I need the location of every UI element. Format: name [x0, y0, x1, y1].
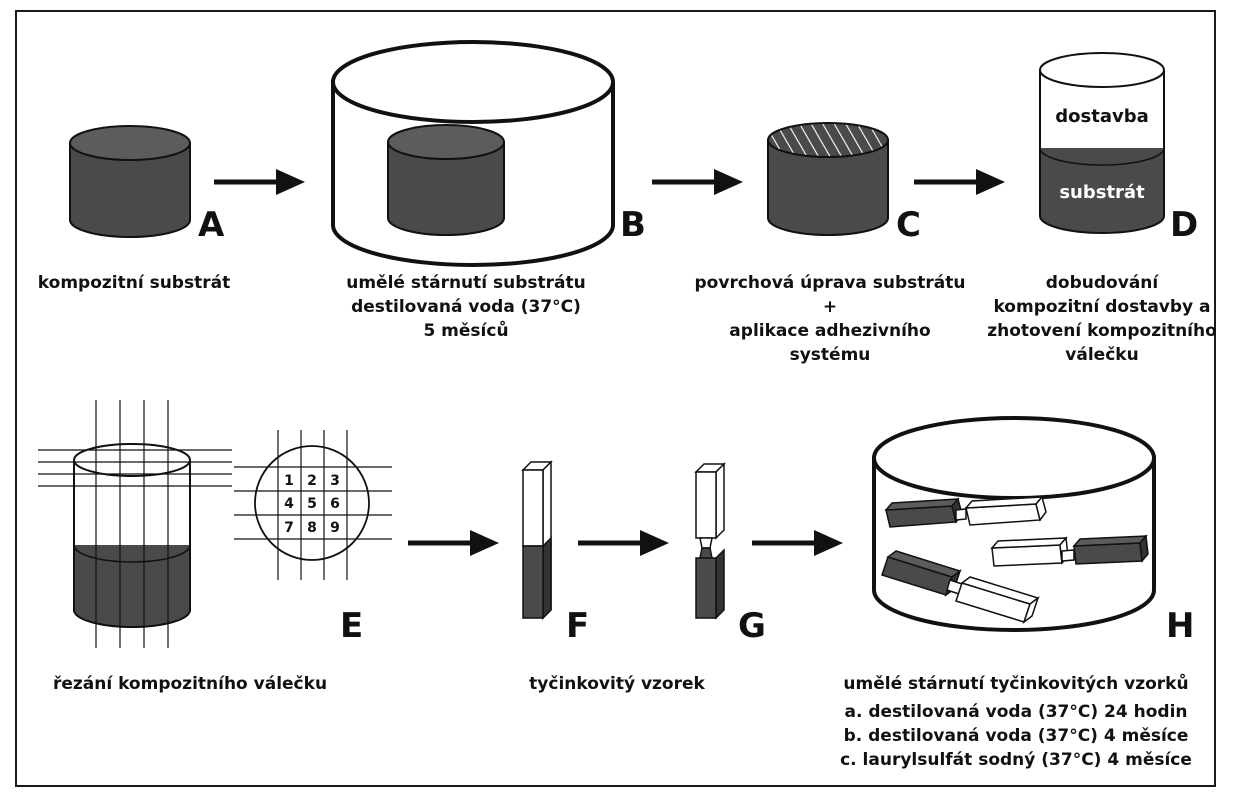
- step-h: H umělé stárnutí tyčinkovitých vzorků a.…: [840, 416, 1194, 770]
- step-letter-f: F: [566, 606, 589, 646]
- caption-d-line-3: zhotovení kompozitního: [987, 321, 1217, 341]
- step-letter-b: B: [620, 205, 646, 245]
- caption-c-line-4: systému: [790, 345, 871, 365]
- step-b: B umělé stárnutí substrátu destilovaná v…: [331, 40, 646, 341]
- arrow-f-g: [578, 530, 669, 556]
- grid-number-1: 1: [284, 473, 294, 489]
- arrow-c-d: [914, 169, 1005, 195]
- caption-c-line-3: aplikace adhezivního: [729, 321, 930, 341]
- grid-number-2: 2: [307, 473, 317, 489]
- caption-c-line-1: povrchová úprava substrátu: [695, 273, 966, 293]
- arrow-a-b: [214, 169, 305, 195]
- dostavba-label: dostavba: [1055, 106, 1148, 127]
- grid-number-9: 9: [330, 520, 340, 536]
- substrat-label: substrát: [1059, 182, 1145, 203]
- step-letter-g: G: [738, 606, 766, 646]
- stick-specimen-f: [521, 460, 553, 620]
- caption-f-line-1: tyčinkovitý vzorek: [529, 674, 705, 694]
- caption-c-line-2: +: [823, 297, 837, 317]
- composite-cylinder-d: [1039, 52, 1165, 234]
- step-letter-d: D: [1170, 205, 1198, 245]
- step-c: C povrchová úprava substrátu + aplikace …: [695, 122, 966, 365]
- grid-number-7: 7: [284, 520, 294, 536]
- notched-specimen-g: [694, 462, 726, 620]
- caption-h-line-1: umělé stárnutí tyčinkovitých vzorků: [843, 672, 1188, 694]
- specimen-stick-1: [884, 495, 1047, 528]
- grid-number-8: 8: [307, 520, 317, 536]
- caption-b-line-1: umělé stárnutí substrátu: [346, 273, 586, 293]
- grid-number-4: 4: [284, 496, 294, 512]
- figure-frame: [15, 10, 1216, 787]
- caption-d-line-4: válečku: [1065, 345, 1138, 365]
- caption-e-line-1: řezání kompozitního válečku: [53, 674, 327, 694]
- grid-number-3: 3: [330, 473, 340, 489]
- substrate-in-bath-b: [387, 124, 505, 236]
- caption-b-line-2: destilovaná voda (37°C): [351, 297, 581, 317]
- grid-number-6: 6: [330, 496, 340, 512]
- step-letter-a: A: [198, 205, 225, 245]
- treated-substrate-c: [767, 122, 889, 236]
- step-letter-e: E: [340, 606, 363, 646]
- arrow-e-f: [408, 530, 499, 556]
- step-a: A kompozitní substrát: [38, 125, 230, 293]
- step-letter-c: C: [896, 205, 921, 245]
- caption-h-line-4: c. laurylsulfát sodný (37°C) 4 měsíce: [840, 750, 1192, 770]
- cutting-lines-e: [38, 400, 232, 648]
- caption-d-line-2: kompozitní dostavby a: [993, 297, 1210, 317]
- specimen-stick-2: [990, 534, 1149, 567]
- specimen-stick-3: [881, 550, 1040, 625]
- cut-cylinder-e: [73, 443, 191, 628]
- caption-a-line-1: kompozitní substrát: [38, 273, 230, 293]
- cutting-grid-e: 1 2 3 4 5 6 7 8 9: [234, 430, 392, 580]
- caption-h-line-3: b. destilovaná voda (37°C) 4 měsíce: [844, 726, 1189, 746]
- step-letter-h: H: [1166, 606, 1194, 646]
- caption-d-line-1: dobudování: [1046, 273, 1160, 293]
- step-g: G: [694, 462, 766, 646]
- arrow-g-h: [752, 530, 843, 556]
- caption-b-line-3: 5 měsíců: [423, 319, 508, 341]
- step-d: dostavba substrát D dobudování kompozitn…: [987, 52, 1217, 365]
- step-f: F tyčinkovitý vzorek: [521, 460, 706, 694]
- grid-number-5: 5: [307, 496, 317, 512]
- arrow-b-c: [652, 169, 743, 195]
- caption-h-line-2: a. destilovaná voda (37°C) 24 hodin: [844, 702, 1187, 722]
- step-e: 1 2 3 4 5 6 7 8 9 E řezání kompozitního …: [38, 400, 392, 694]
- substrate-cylinder-a: [69, 125, 191, 238]
